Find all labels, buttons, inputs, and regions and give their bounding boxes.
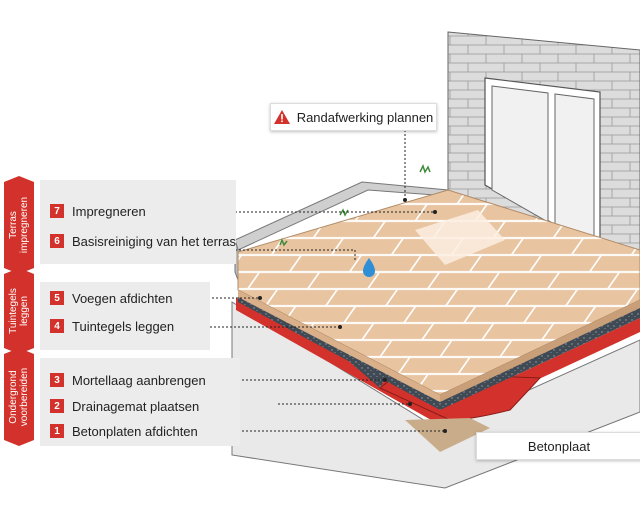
cleaned-area — [415, 210, 505, 265]
grass-tuft — [419, 164, 431, 174]
concrete-cutaway — [405, 418, 490, 452]
step-label: Mortellaag aanbrengen — [72, 372, 206, 388]
step-number: 2 — [50, 399, 64, 413]
step-number: 4 — [50, 319, 64, 333]
tab-label-terras: Terras impregneren — [8, 196, 30, 254]
base-callout: Betonplaat — [476, 432, 640, 460]
step-3: 3 Mortellaag aanbrengen — [50, 369, 206, 391]
step-number: 5 — [50, 291, 64, 305]
step-label: Tuintegels leggen — [72, 318, 175, 334]
tab-ondergrond — [4, 348, 34, 446]
step-label: Basisreiniging van het terras — [72, 233, 237, 249]
step-number: 6 — [50, 234, 64, 248]
warning-callout-text: Randafwerking plannen — [296, 109, 434, 125]
tab-tuintegels — [4, 268, 34, 354]
base-callout-text: Betonplaat — [527, 438, 591, 454]
step-5: 5 Voegen afdichten — [50, 287, 172, 309]
band-ondergrond — [40, 358, 240, 446]
band-terras — [40, 180, 236, 264]
step-label: Betonplaten afdichten — [72, 423, 198, 439]
drainage-membrane — [236, 298, 640, 425]
step-4: 4 Tuintegels leggen — [50, 315, 174, 337]
leader-lines — [208, 122, 445, 432]
step-2: 2 Drainagemat plaatsen — [50, 395, 199, 417]
warning-triangle-icon — [273, 110, 290, 124]
tab-label-ondergrond: Ondergrond voorbereiden — [8, 367, 30, 427]
mortar-layer — [238, 290, 640, 410]
tab-terras — [4, 176, 34, 274]
step-label: Drainagemat plaatsen — [72, 398, 200, 414]
step-number: 3 — [50, 373, 64, 387]
step-number: 7 — [50, 204, 64, 218]
band-tuintegels — [40, 282, 210, 350]
step-1: 1 Betonplaten afdichten — [50, 420, 198, 442]
step-number: 1 — [50, 424, 64, 438]
step-label: Voegen afdichten — [72, 290, 173, 306]
step-6: 6 Basisreiniging van het terras — [50, 230, 236, 252]
grass-tuft — [279, 237, 288, 247]
water-drop-icon — [363, 258, 375, 277]
warning-callout: Randafwerking plannen — [270, 103, 437, 131]
step-label: Impregneren — [72, 203, 146, 219]
step-7: 7 Impregneren — [50, 200, 146, 222]
sliding-door — [484, 77, 601, 252]
tab-label-tuintegels: Tuintegels leggen — [8, 288, 30, 334]
